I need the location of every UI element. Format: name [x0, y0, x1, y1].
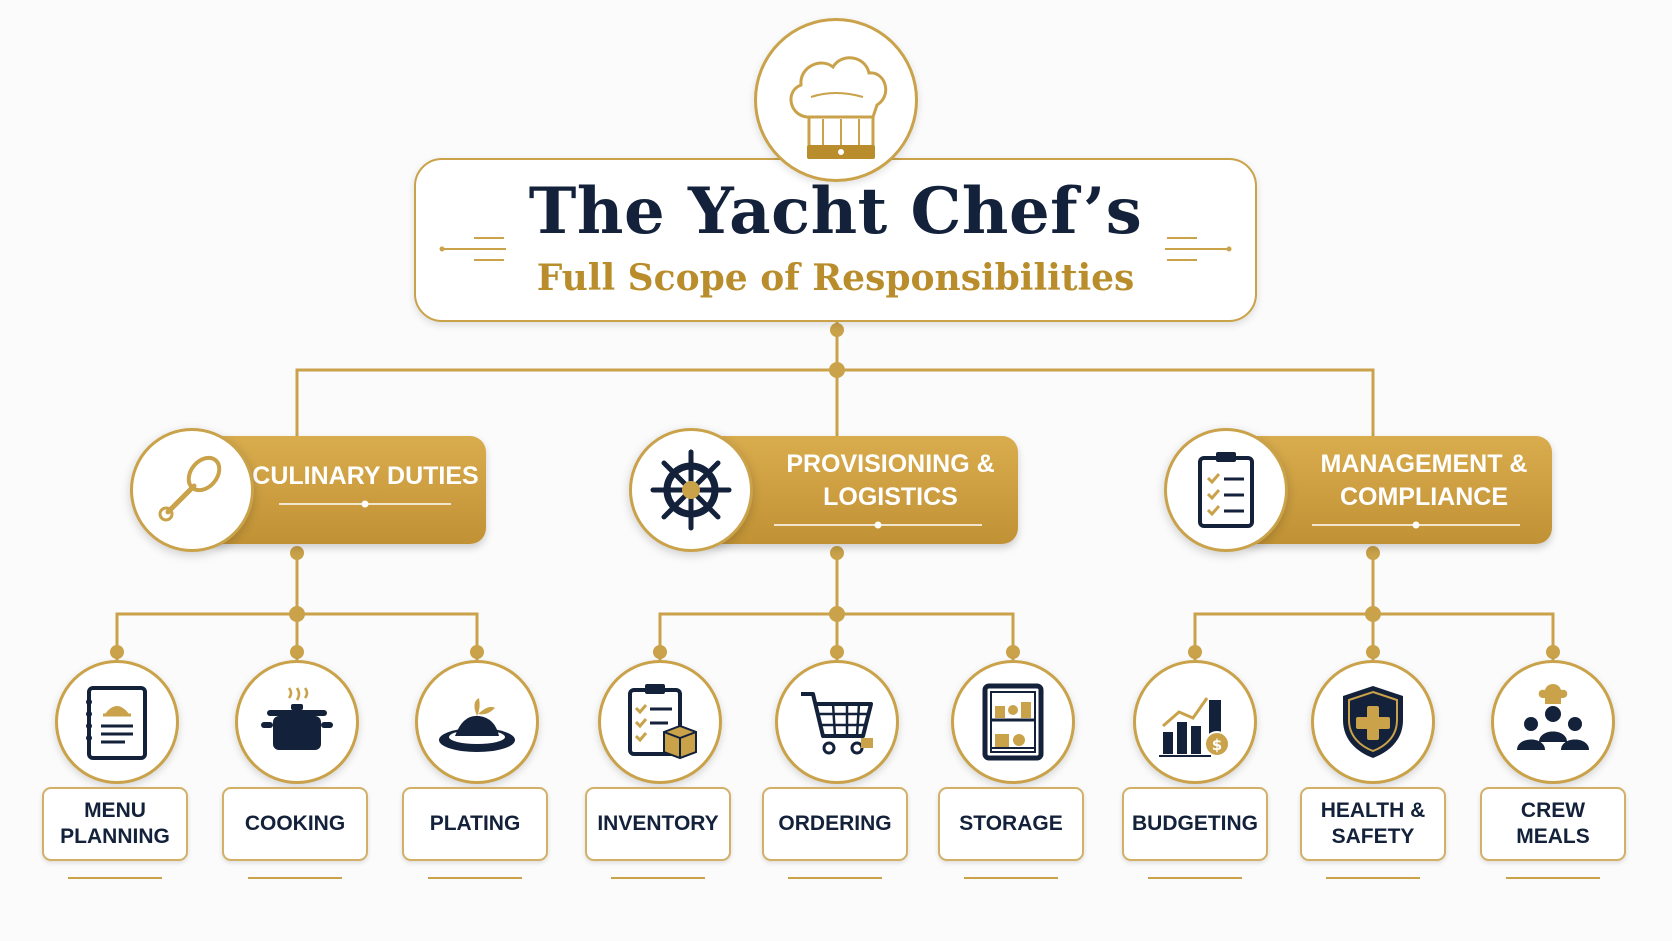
chef-hat-icon [789, 56, 888, 159]
inventory-checklist-icon [628, 684, 697, 760]
leaf-underline [1148, 877, 1242, 879]
leaf-icon-budgeting: $ [1133, 660, 1257, 784]
category-divider [1312, 521, 1520, 529]
spoon-icon [158, 455, 222, 522]
leaf-label: CREW MEALS [1516, 799, 1590, 848]
leaf-box-crew-meals: CREW MEALS [1480, 787, 1626, 861]
leaf-icon-inventory [598, 660, 722, 784]
leaf-icon-cooking [235, 660, 359, 784]
leaf-underline [248, 877, 342, 879]
menu-clipboard-icon [86, 686, 147, 760]
leaf-icon-storage [951, 660, 1075, 784]
category-label: PROVISIONING & LOGISTICS [786, 450, 995, 511]
leaf-underline [1506, 877, 1600, 879]
leaf-box-cooking: COOKING [222, 787, 368, 861]
category-divider [279, 500, 451, 508]
leaf-box-inventory: INVENTORY [585, 787, 731, 861]
leaf-label: ORDERING [778, 812, 892, 835]
leaf-underline [428, 877, 522, 879]
leaf-label: PLATING [429, 812, 521, 835]
leaf-box-budgeting: BUDGETING [1122, 787, 1268, 861]
leaf-box-storage: STORAGE [938, 787, 1084, 861]
leaf-icon-ordering [775, 660, 899, 784]
chef-hat-badge [754, 18, 918, 182]
leaf-label: HEALTH & SAFETY [1320, 799, 1426, 848]
category-icon-culinary [130, 428, 254, 552]
leaf-underline [1326, 877, 1420, 879]
category-management-compliance: MANAGEMENT & COMPLIANCE [1240, 436, 1552, 544]
ship-wheel-icon [650, 449, 732, 531]
title-ornament-right [1165, 237, 1232, 261]
leaf-label: STORAGE [959, 812, 1063, 835]
plated-dish-icon [439, 698, 515, 752]
leaf-label: BUDGETING [1132, 812, 1258, 835]
crew-group-icon [1517, 684, 1589, 750]
cooking-pot-icon [261, 687, 333, 750]
health-shield-icon [1343, 686, 1403, 758]
category-icon-provisioning [629, 428, 753, 552]
page-title: The Yacht Chef’s [528, 174, 1143, 249]
title-banner: The Yacht Chef’s Full Scope of Responsib… [414, 158, 1257, 322]
category-divider [774, 521, 982, 529]
leaf-icon-plating [415, 660, 539, 784]
page-subtitle: Full Scope of Responsibilities [536, 257, 1135, 299]
category-icon-management [1164, 428, 1288, 552]
shopping-cart-icon [801, 692, 873, 755]
category-label: MANAGEMENT & COMPLIANCE [1320, 450, 1528, 511]
leaf-label: INVENTORY [597, 812, 719, 835]
leaf-box-health-safety: HEALTH & SAFETY [1300, 787, 1446, 861]
title-ornament-left [439, 237, 506, 261]
leaf-icon-menu-planning [55, 660, 179, 784]
leaf-box-plating: PLATING [402, 787, 548, 861]
svg-text:$: $ [1212, 736, 1222, 754]
leaf-underline [611, 877, 705, 879]
compliance-clipboard-icon [1198, 452, 1254, 528]
leaf-box-ordering: ORDERING [762, 787, 908, 861]
budget-chart-icon: $ [1159, 697, 1230, 757]
storage-cabinet-icon [982, 683, 1044, 761]
category-provisioning-logistics: PROVISIONING & LOGISTICS [700, 436, 1018, 544]
leaf-label: MENU PLANNING [60, 799, 170, 848]
leaf-box-menu-planning: MENU PLANNING [42, 787, 188, 861]
leaf-underline [964, 877, 1058, 879]
leaf-underline [68, 877, 162, 879]
leaf-underline [788, 877, 882, 879]
leaf-icon-crew-meals [1491, 660, 1615, 784]
category-label: CULINARY DUTIES [252, 462, 479, 490]
leaf-icon-health-safety [1311, 660, 1435, 784]
leaf-label: COOKING [244, 812, 346, 835]
